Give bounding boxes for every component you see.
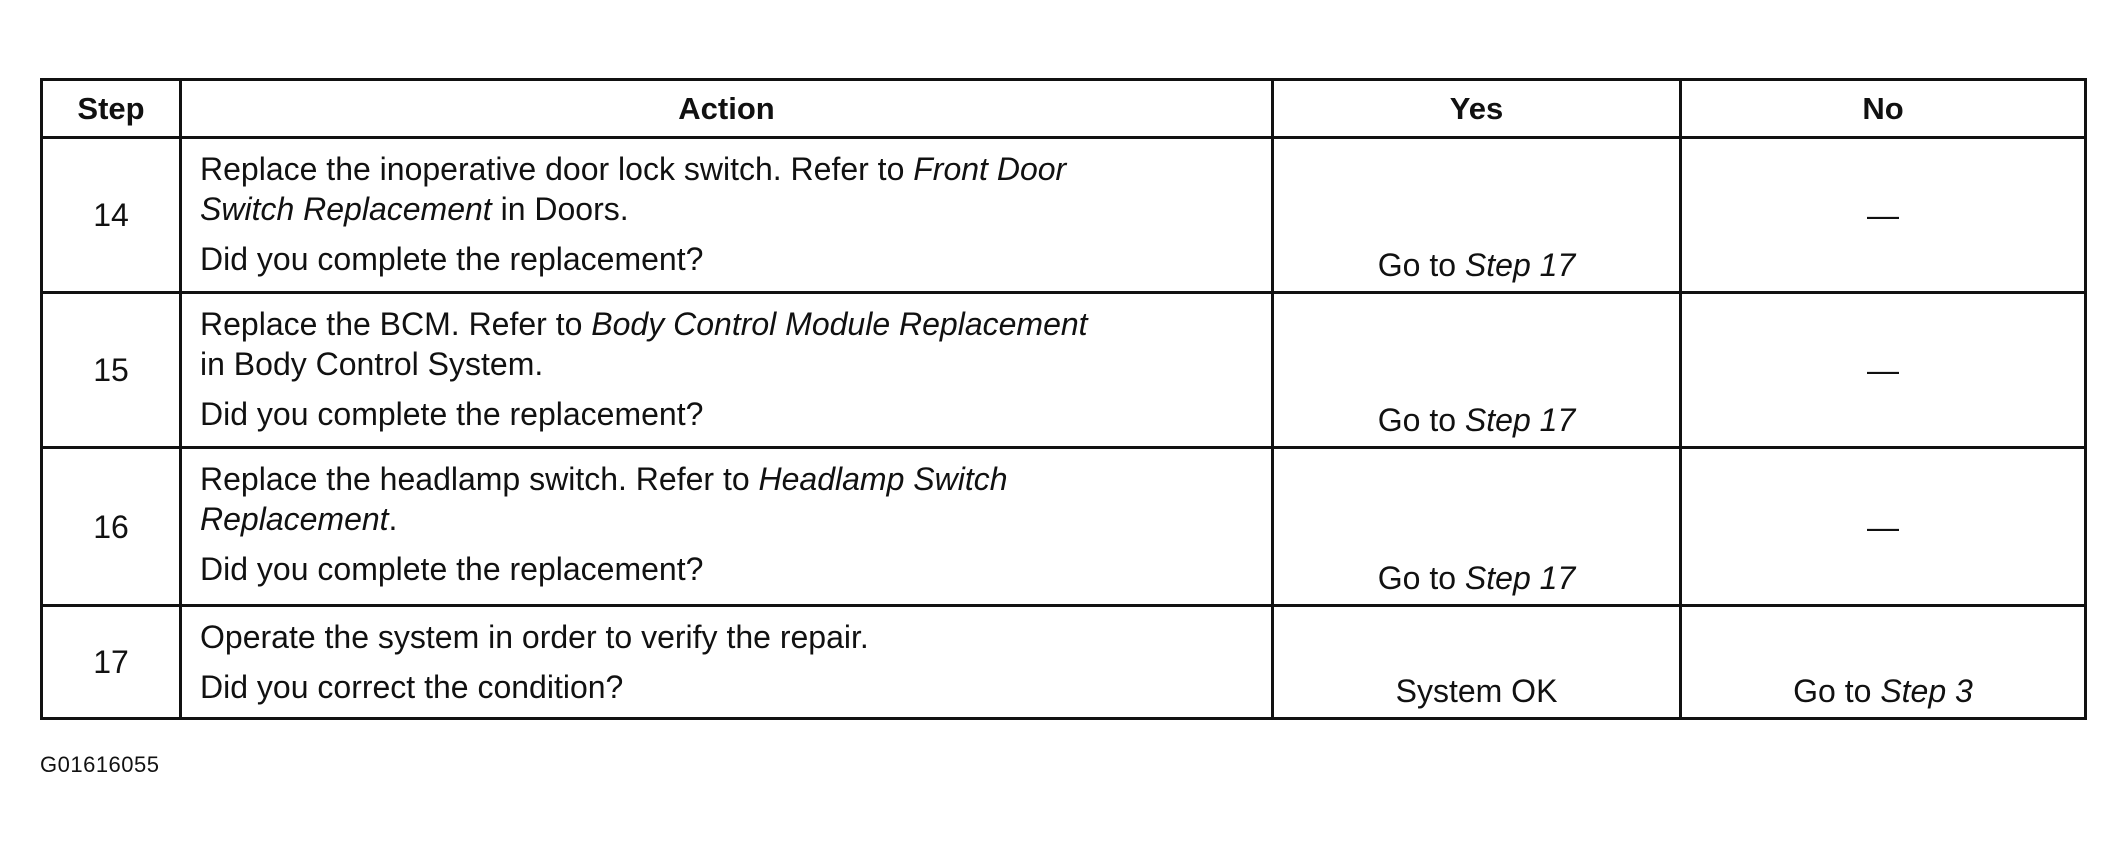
reference-title: Front Door [913, 151, 1067, 187]
action-cell: Operate the system in order to verify th… [179, 604, 1274, 720]
action-text: . [388, 501, 398, 537]
yes-step-link: Step 17 [1464, 560, 1576, 596]
no-cell: — [1679, 446, 2087, 607]
yes-text: Go to [1377, 560, 1465, 596]
yes-text: Go to [1377, 247, 1465, 283]
action-text: Replace the headlamp switch. Refer to [200, 461, 759, 497]
diagnostic-table: Step Action Yes No 14 Replace the inoper… [40, 78, 2087, 720]
no-cell: Go to Step 3 [1679, 604, 2087, 720]
header-action: Action [179, 78, 1274, 139]
action-question: Did you complete the replacement? [200, 396, 704, 432]
header-step: Step [40, 78, 182, 139]
yes-cell: Go to Step 17 [1271, 446, 1682, 607]
table-row: 14 Replace the inoperative door lock swi… [40, 136, 2087, 294]
action-text: in Doors. [491, 191, 629, 227]
action-cell: Replace the headlamp switch. Refer to He… [179, 446, 1274, 607]
action-cell: Replace the BCM. Refer to Body Control M… [179, 291, 1274, 449]
step-number: 17 [40, 604, 182, 720]
action-text: in Body Control System. [200, 346, 544, 382]
action-text: Replace the BCM. Refer to [200, 306, 592, 342]
action-text-line: Replace the inoperative door lock switch… [200, 149, 1253, 189]
action-text-line: Switch Replacement in Doors. [200, 189, 1253, 229]
reference-title: Replacement [200, 501, 389, 537]
action-text-line: Operate the system in order to verify th… [200, 619, 869, 655]
figure-id: G01616055 [40, 752, 160, 777]
header-row: Step Action Yes No [40, 78, 2087, 139]
action-cell: Replace the inoperative door lock switch… [179, 136, 1274, 294]
action-text-line: Replacement. [200, 499, 1253, 539]
reference-title: Body Control Module Replacement [591, 306, 1088, 342]
yes-cell: Go to Step 17 [1271, 136, 1682, 294]
step-number: 14 [40, 136, 182, 294]
action-question: Did you complete the replacement? [200, 551, 704, 587]
yes-cell: Go to Step 17 [1271, 291, 1682, 449]
action-text-line: in Body Control System. [200, 344, 1253, 384]
reference-title: Headlamp Switch [758, 461, 1008, 497]
yes-step-link: Step 17 [1464, 247, 1576, 283]
no-cell: — [1679, 291, 2087, 449]
table-row: 17 Operate the system in order to verify… [40, 604, 2087, 720]
header-yes: Yes [1271, 78, 1682, 139]
step-number: 16 [40, 446, 182, 607]
table-row: 16 Replace the headlamp switch. Refer to… [40, 446, 2087, 607]
no-cell: — [1679, 136, 2087, 294]
action-text-line: Replace the BCM. Refer to Body Control M… [200, 304, 1253, 344]
yes-step-link: Step 17 [1464, 402, 1576, 438]
no-text: Go to [1793, 673, 1881, 709]
yes-cell: System OK [1271, 604, 1682, 720]
step-number: 15 [40, 291, 182, 449]
action-text-line: Replace the headlamp switch. Refer to He… [200, 459, 1253, 499]
reference-title: Switch Replacement [200, 191, 492, 227]
action-question: Did you correct the condition? [200, 669, 624, 705]
action-text: Replace the inoperative door lock switch… [200, 151, 914, 187]
yes-text: System OK [1395, 673, 1558, 709]
table-row: 15 Replace the BCM. Refer to Body Contro… [40, 291, 2087, 449]
action-question: Did you complete the replacement? [200, 241, 704, 277]
header-no: No [1679, 78, 2087, 139]
yes-text: Go to [1377, 402, 1465, 438]
no-step-link: Step 3 [1880, 673, 1973, 709]
